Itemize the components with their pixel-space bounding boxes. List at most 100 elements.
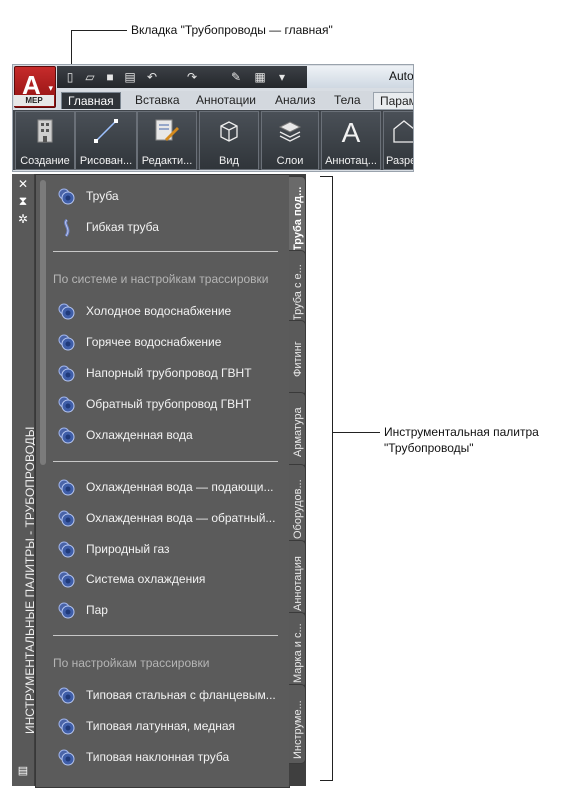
tool-item[interactable]: Гибкая труба [58,217,286,239]
palette-title-bar[interactable]: ✕ ⧗ ✲ ИНСТРУМЕНТАЛЬНЫЕ ПАЛИТРЫ - ТРУБОПР… [12,174,37,786]
quick-access-toolbar: ▯ ▱ ■ ▤ ↶ ↷ ✎ ▦ ▾ [57,66,307,88]
chevron-down-icon: ▾ [48,83,53,93]
view-panel-button[interactable]: Вид [199,111,259,170]
palette-tabs: Труба под... Труба с е... Фитинг Арматур… [289,174,306,786]
palette-callout-line1: Инструментальная палитра [384,425,539,439]
tool-item[interactable]: Пар [58,600,286,622]
section-panel-button[interactable]: Разре [383,111,414,170]
palette-scrollbar[interactable] [40,180,46,465]
tool-item-label: Типовая наклонная труба [86,750,230,764]
tool-item-label: Природный газ [86,542,170,556]
tool-item-label: Охлажденная вода — подающи... [86,480,274,494]
tab-callout-line-h [71,30,127,31]
pipe-tool-icon [58,602,75,619]
tool-item-label: Холодное водоснабжение [86,304,232,318]
pipe-tool-icon [58,396,75,413]
tool-item-label: Напорный трубопровод ГВНТ [86,366,252,380]
tool-item[interactable]: Типовая стальная с фланцевым... [58,685,286,707]
tool-item[interactable]: Горячее водоснабжение [58,332,286,354]
tool-item-label: Пар [86,603,108,617]
group-divider [53,251,278,252]
tool-item[interactable]: Охлажденная вода — подающи... [58,477,286,499]
tab-insert[interactable]: Вставка [135,93,180,107]
palette-tab-pipe[interactable]: Труба под... [289,176,306,256]
palette-tab-equipment[interactable]: Оборудов... [289,464,306,544]
group-divider [53,635,278,636]
tool-item[interactable]: Типовая наклонная труба [58,747,286,769]
close-icon[interactable]: ✕ [17,177,29,191]
palette-menu-icon[interactable]: ▤ [17,765,29,777]
flex-pipe-icon [64,219,70,237]
panel-label: Аннотац... [325,155,377,167]
tool-item[interactable]: Охлажденная вода [58,425,286,447]
tab-parametric[interactable]: Парам [373,92,413,110]
modify-panel-button[interactable]: Редакти... [137,111,197,170]
match-properties-icon[interactable]: ✎ [230,70,242,84]
tab-annotations[interactable]: Аннотации [196,93,256,107]
new-file-icon[interactable]: ▯ [66,70,74,84]
redo-icon[interactable]: ↷ [186,70,198,84]
tab-home[interactable]: Главная [61,92,121,109]
open-folder-icon[interactable]: ▱ [85,70,95,84]
group-header: По настройкам трассировки [53,656,210,670]
tool-item-label: Гибкая труба [86,220,159,234]
print-icon[interactable]: ▤ [124,70,136,84]
palette-tab-tools[interactable]: Инструме... [289,684,306,764]
pipe-tool-icon [58,334,75,351]
panel-label: Создание [20,155,70,167]
tool-item-label: Горячее водоснабжение [86,335,222,349]
tool-item[interactable]: Обратный трубопровод ГВНТ [58,394,286,416]
gear-icon[interactable]: ✲ [17,212,29,226]
tool-item[interactable]: Труба [58,186,286,208]
tool-item-label: Система охлаждения [86,572,206,586]
palette-tab-valves[interactable]: Арматура [289,392,306,468]
tool-item-label: Обратный трубопровод ГВНТ [86,397,252,411]
draw-panel-button[interactable]: Рисован... [75,111,137,170]
layers-icon [278,121,302,142]
palette-bracket [332,176,333,780]
tool-item[interactable]: Охлажденная вода — обратный... [58,508,286,530]
pipe-tool-icon [58,510,75,527]
undo-icon[interactable]: ↶ [146,70,158,84]
palette-tab-pipe-with[interactable]: Труба с е... [289,250,306,326]
save-icon[interactable]: ■ [106,70,114,84]
palette-tab-annotation[interactable]: Аннотация [289,540,306,616]
tool-item[interactable]: Холодное водоснабжение [58,301,286,323]
palette-tab-fitting[interactable]: Фитинг [289,320,306,396]
palette-tab-tags[interactable]: Марка и с... [289,612,306,688]
palette-bracket-top [320,176,333,177]
tab-callout-text: Вкладка "Трубопроводы — главная" [131,23,333,37]
pipe-tool-icon [58,188,75,205]
panel-label: Слои [276,155,304,167]
palette-callout-line2: "Трубопроводы" [384,441,474,455]
pipe-tool-icon [58,718,75,735]
tool-item[interactable]: Типовая латунная, медная [58,716,286,738]
tool-item-label: Типовая латунная, медная [86,719,236,733]
layers-panel-button[interactable]: Слои [261,111,319,170]
panel-label: Редакти... [141,155,193,167]
tool-item[interactable]: Система охлаждения [58,569,286,591]
pipe-tool-icon [58,479,75,496]
panel-label: Вид [219,155,239,167]
palette-bracket-pointer [332,432,380,433]
tool-item[interactable]: Напорный трубопровод ГВНТ [58,363,286,385]
tool-item-label: Типовая стальная с фланцевым... [86,688,276,702]
building-icon [37,119,53,143]
pipe-tool-icon [58,571,75,588]
tab-analysis[interactable]: Анализ [275,93,316,107]
create-panel-button[interactable]: Создание [15,111,75,170]
panel-label: Разре [386,155,414,167]
product-label: MEP [14,95,54,106]
view-cube-icon [220,121,238,142]
panel-label: Рисован... [79,155,133,167]
annotation-panel-button[interactable]: A Аннотац... [321,111,381,170]
palette-content: Труба Гибкая труба По системе и настройк… [35,174,290,788]
tab-solids[interactable]: Тела [334,93,361,107]
tool-item[interactable]: Природный газ [58,539,286,561]
pipe-tool-icon [58,303,75,320]
properties-icon[interactable]: ▦ [254,70,266,84]
customize-dropdown-icon[interactable]: ▾ [278,70,286,84]
tool-item-label: Труба [86,189,119,203]
pipe-tool-icon [58,687,75,704]
auto-hide-icon[interactable]: ⧗ [18,194,28,208]
